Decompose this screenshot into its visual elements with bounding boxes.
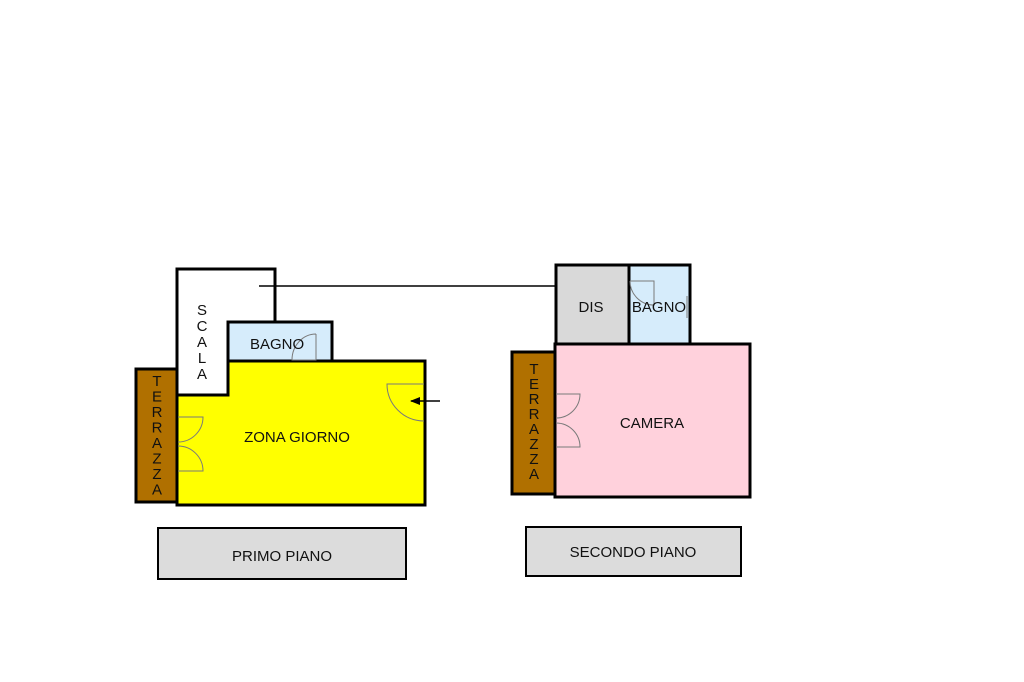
- second-terrazza-door-arc-upper: [555, 393, 581, 419]
- second-bagno-door-arc: [629, 280, 655, 306]
- terrazza-door-arc-upper: [177, 416, 204, 443]
- first-floor-label: PRIMO PIANO: [232, 548, 332, 565]
- first-terrazza-room: [134, 367, 180, 504]
- first-bagno-label: BAGNO: [250, 336, 304, 353]
- second-dis-label: DIS: [578, 299, 603, 316]
- second-terrazza-room: [510, 350, 557, 496]
- first-zona-giorno-label: ZONA GIORNO: [244, 429, 350, 446]
- terrazza-door-arc-lower: [177, 445, 204, 472]
- bagno-door-arc: [291, 333, 317, 361]
- entrance-door-arc: [386, 383, 425, 422]
- first-floor-label-box: [157, 527, 407, 580]
- second-terrazza-door-arc-lower: [555, 422, 581, 448]
- second-bagno-room: [627, 263, 692, 346]
- second-bagno-label: BAGNO: [632, 299, 686, 316]
- second-floor-label-box: [525, 526, 742, 577]
- second-floor-label: SECONDO PIANO: [570, 544, 697, 561]
- first-zona-giorno-room: [175, 359, 427, 507]
- second-camera-label: CAMERA: [620, 415, 684, 432]
